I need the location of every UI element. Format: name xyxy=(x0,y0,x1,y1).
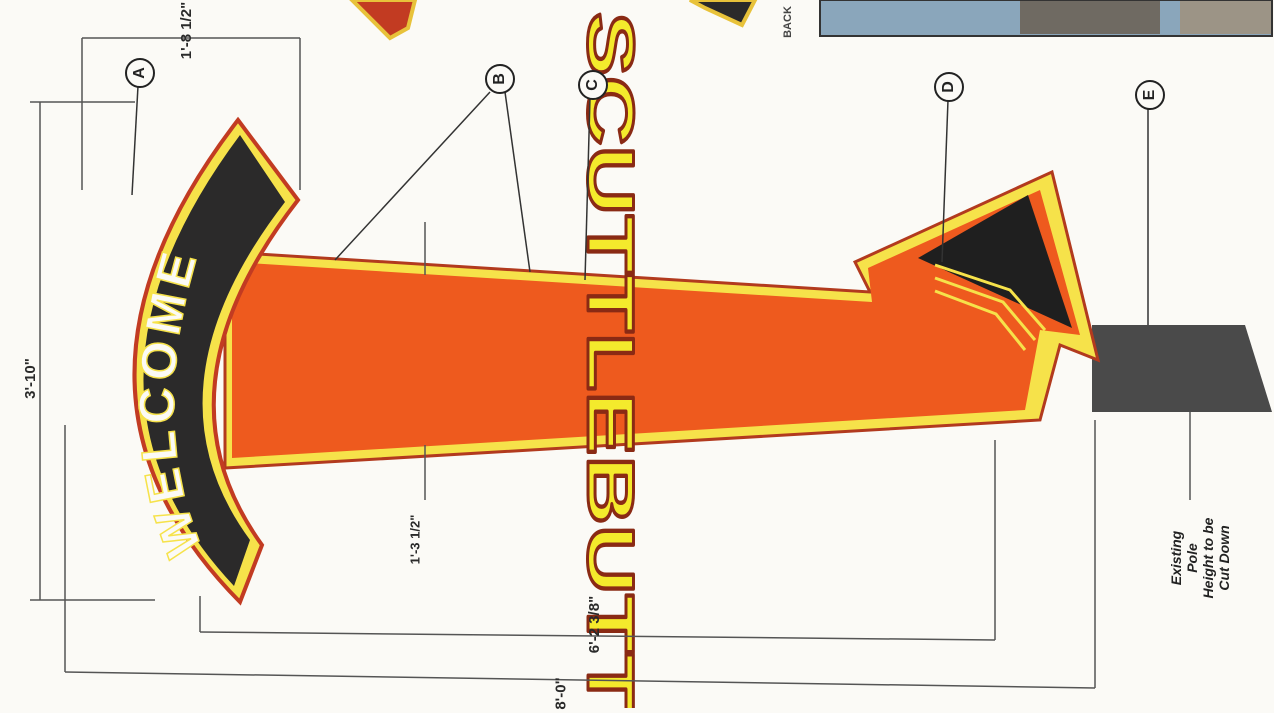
dimension-lines xyxy=(30,37,1191,689)
welcome-arc xyxy=(132,116,301,606)
pole-note-line3: Height to be xyxy=(1200,517,1216,599)
existing-pole xyxy=(1092,325,1272,412)
pole-note-line2: Pole xyxy=(1184,543,1200,573)
callout-e: E xyxy=(1135,80,1165,110)
arrow-text: SCUTTLEBUTT xyxy=(574,12,648,708)
pole-note: Existing Pole Height to be Cut Down xyxy=(1168,488,1232,628)
callout-c: C xyxy=(578,70,608,100)
pole-note-line4: Cut Down xyxy=(1216,525,1232,591)
callout-d: D xyxy=(934,72,964,102)
callout-leaders xyxy=(131,85,1149,325)
dim-inner-width: 6'-2 3/8" xyxy=(586,595,604,654)
arrow-body xyxy=(223,169,1101,470)
partial-back-label: BACK xyxy=(781,6,794,38)
arrowhead-dark xyxy=(918,195,1072,328)
dim-top-width: 1'-8 1/2" xyxy=(178,1,196,60)
dim-overall-width: 8'-0" xyxy=(552,677,570,710)
dim-arrow-height: 1'-3 1/2" xyxy=(407,514,423,565)
top-fragment-left xyxy=(349,0,418,41)
photo-thumbnail xyxy=(819,0,1273,37)
dim-overall-height: 3'-10" xyxy=(21,358,39,399)
pole-note-line1: Existing xyxy=(1168,530,1184,586)
top-fragment-middle xyxy=(689,0,758,28)
callout-a: A xyxy=(125,58,155,88)
callout-b: B xyxy=(485,64,515,94)
